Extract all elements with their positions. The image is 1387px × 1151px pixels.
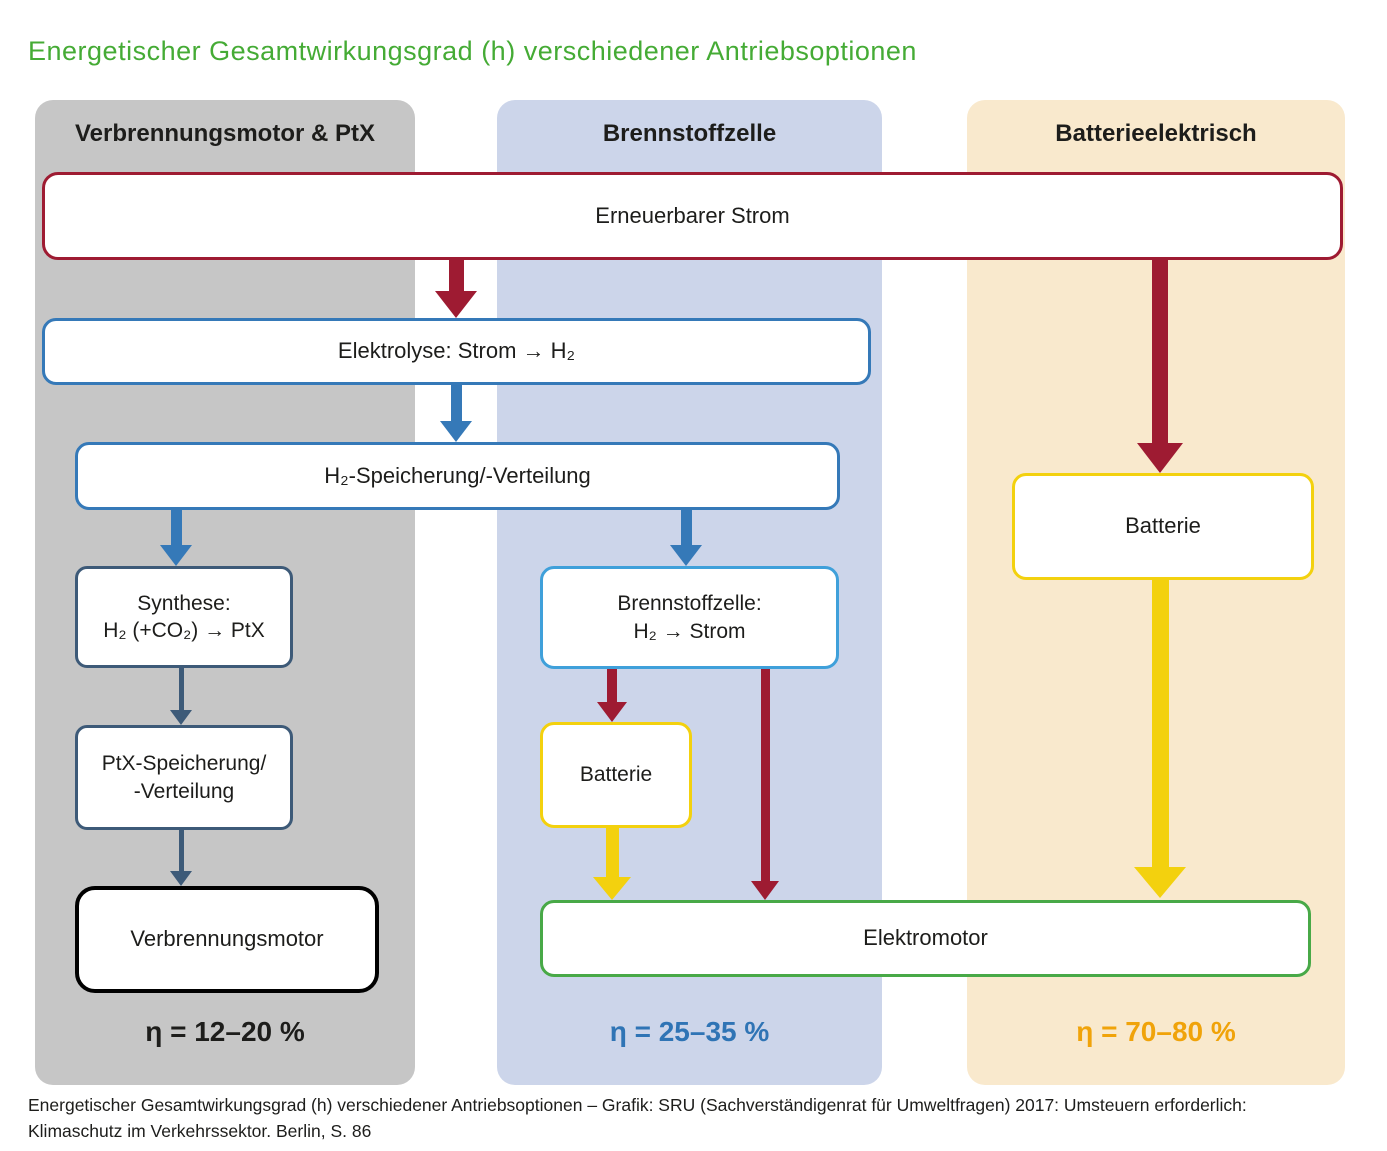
column-header-battery: Batterieelektrisch [1055, 120, 1257, 147]
arrow-batterie-elektromotor-bev [1134, 575, 1186, 898]
source-caption-line1: Energetischer Gesamtwirkungsgrad (h) ver… [28, 1095, 1247, 1115]
arrow-h2speicherung-synthese [160, 505, 192, 566]
arrow-ptxspeicherung-verbrennungsmotor [170, 824, 192, 886]
node-brennstoffzelle-line1: Brennstoffzelle: [617, 592, 762, 616]
column-header-fuelcell: Brennstoffzelle [602, 120, 777, 147]
node-ptx-speicherung-line1: PtX-Speicherung/ [101, 752, 267, 776]
source-caption-line2: Klimaschutz im Verkehrssektor. Berlin, S… [28, 1121, 372, 1141]
node-elektromotor-label: Elektromotor [863, 925, 988, 951]
arrow-brennstoffzelle-batterie [597, 663, 627, 722]
arrow-h2speicherung-brennstoffzelle [670, 505, 702, 566]
node-elektrolyse-label: Elektrolyse: Strom → H₂ [337, 338, 576, 364]
node-verbrennungsmotor: Verbrennungsmotor [75, 886, 379, 993]
diagram-title: Energetischer Gesamtwirkungsgrad (h) ver… [28, 36, 917, 66]
node-synthese: Synthese: H₂ (+CO₂) → PtX [75, 566, 293, 668]
node-erneuerbarer-strom-label: Erneuerbarer Strom [595, 202, 790, 228]
node-verbrennungsmotor-label: Verbrennungsmotor [130, 926, 324, 952]
node-batterie-fuelcell-label: Batterie [579, 763, 653, 787]
node-elektromotor: Elektromotor [540, 900, 1311, 977]
arrow-strom-elektrolyse [435, 255, 477, 318]
node-synthese-line2: H₂ (+CO₂) → PtX [103, 619, 265, 642]
node-ptx-speicherung-line2: -Verteilung [133, 779, 235, 803]
node-erneuerbarer-strom: Erneuerbarer Strom [42, 172, 1343, 260]
node-brennstoffzelle: Brennstoffzelle: H₂ → Strom [540, 566, 839, 669]
arrow-brennstoffzelle-elektromotor [751, 663, 779, 900]
node-batterie-bev: Batterie [1012, 473, 1314, 580]
efficiency-fuelcell: η = 25–35 % [609, 1016, 770, 1047]
column-header-ptx: Verbrennungsmotor & PtX [74, 120, 376, 147]
node-ptx-speicherung: PtX-Speicherung/ -Verteilung [75, 725, 293, 830]
node-h2-speicherung: H₂-Speicherung/-Verteilung [75, 442, 840, 510]
node-brennstoffzelle-line2: H₂ → Strom [633, 619, 746, 643]
source-caption: Energetischer Gesamtwirkungsgrad (h) ver… [28, 1092, 1247, 1144]
node-batterie-fuelcell: Batterie [540, 722, 692, 828]
arrow-strom-batterie [1137, 255, 1183, 473]
efficiency-ptx: η = 12–20 % [145, 1016, 305, 1047]
arrow-batterie-elektromotor-fuelcell [593, 822, 631, 900]
arrow-synthese-ptxspeicherung [170, 662, 192, 725]
node-elektrolyse: Elektrolyse: Strom → H₂ [42, 318, 871, 385]
arrow-elektrolyse-h2speicherung [440, 379, 472, 442]
node-h2-speicherung-label: H₂-Speicherung/-Verteilung [324, 462, 591, 488]
node-synthese-line1: Synthese: [137, 591, 231, 615]
efficiency-battery: η = 70–80 % [1076, 1016, 1236, 1047]
node-batterie-bev-label: Batterie [1125, 513, 1201, 539]
